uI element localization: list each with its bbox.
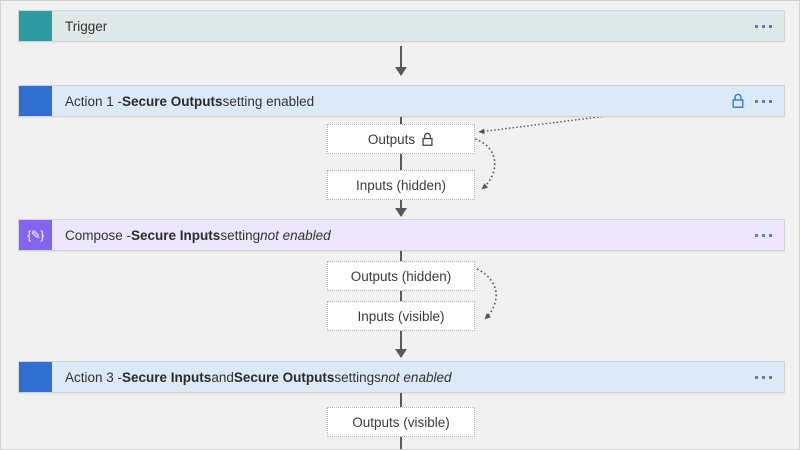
row-actions [755, 11, 784, 41]
trigger-icon [19, 11, 52, 41]
workflow-row-action-1[interactable]: Action 1 - Secure Outputs setting enable… [18, 85, 785, 117]
label-prefix: Compose - [65, 227, 132, 243]
connector-action3-to-outputs [400, 393, 402, 407]
row-menu-button[interactable] [755, 233, 772, 237]
data-box-action3-outputs: Outputs (visible) [327, 407, 475, 437]
workflow-row-label: Action 3 - Secure Inputs and Secure Outp… [52, 362, 755, 392]
connector-action1-to-outputs [400, 117, 402, 124]
compose-curved-arrow [476, 268, 497, 320]
connector-action1-to-compose [395, 200, 407, 217]
action-icon [19, 362, 52, 392]
workflow-row-compose[interactable]: {✎} Compose - Secure Inputs setting not … [18, 219, 785, 251]
label-bold-secure-outputs: Secure Outputs [233, 369, 335, 385]
label-mid: and [211, 369, 234, 385]
label-italic-not-enabled: not enabled [380, 369, 452, 385]
lock-icon [421, 132, 434, 147]
row-menu-button[interactable] [755, 24, 772, 28]
row-menu-button[interactable] [755, 99, 772, 103]
label-prefix: Action 1 - [65, 93, 123, 109]
label-bold-secure-inputs: Secure Inputs [131, 227, 221, 243]
data-box-compose-inputs: Inputs (visible) [327, 301, 475, 331]
label-italic-not-enabled: not enabled [260, 227, 331, 243]
connector-action3-outputs-tail [400, 437, 402, 449]
label-prefix: Trigger [65, 18, 108, 34]
row-actions [755, 362, 784, 392]
data-box-label: Outputs (visible) [352, 414, 450, 430]
workflow-row-trigger[interactable]: Trigger [18, 10, 785, 42]
connector-trigger-to-action1 [395, 46, 407, 76]
workflow-row-label: Compose - Secure Inputs setting not enab… [52, 220, 755, 250]
data-box-label: Inputs (visible) [357, 308, 445, 324]
action-icon [19, 86, 52, 116]
label-suffix: settings [334, 369, 381, 385]
row-menu-button[interactable] [755, 375, 772, 379]
data-box-compose-outputs: Outputs (hidden) [327, 261, 475, 291]
data-box-action1-inputs: Inputs (hidden) [327, 170, 475, 200]
connector-outputs-to-inputs-2 [400, 291, 402, 301]
connector-compose-to-outputs [400, 251, 402, 261]
data-box-action1-outputs: Outputs [327, 124, 475, 154]
secure-outputs-lock-icon [731, 93, 745, 109]
row-actions [755, 220, 784, 250]
row-actions [731, 86, 784, 116]
data-box-label: Inputs (hidden) [355, 177, 447, 193]
label-bold-secure-outputs: Secure Outputs [122, 93, 223, 109]
compose-icon: {✎} [19, 220, 52, 250]
workflow-row-label: Trigger [52, 11, 755, 41]
data-box-label: Outputs (hidden) [350, 268, 452, 284]
action1-curved-arrow [474, 138, 496, 190]
label-mid: setting [220, 227, 261, 243]
connector-compose-to-action3 [395, 331, 407, 358]
label-prefix: Action 3 - [65, 369, 123, 385]
label-bold-secure-inputs: Secure Inputs [122, 369, 212, 385]
workflow-row-action-3[interactable]: Action 3 - Secure Inputs and Secure Outp… [18, 361, 785, 393]
connector-outputs-to-inputs-1 [400, 154, 402, 170]
data-box-label: Outputs [367, 131, 416, 147]
workflow-row-label: Action 1 - Secure Outputs setting enable… [52, 86, 731, 116]
label-suffix: setting enabled [222, 93, 315, 109]
